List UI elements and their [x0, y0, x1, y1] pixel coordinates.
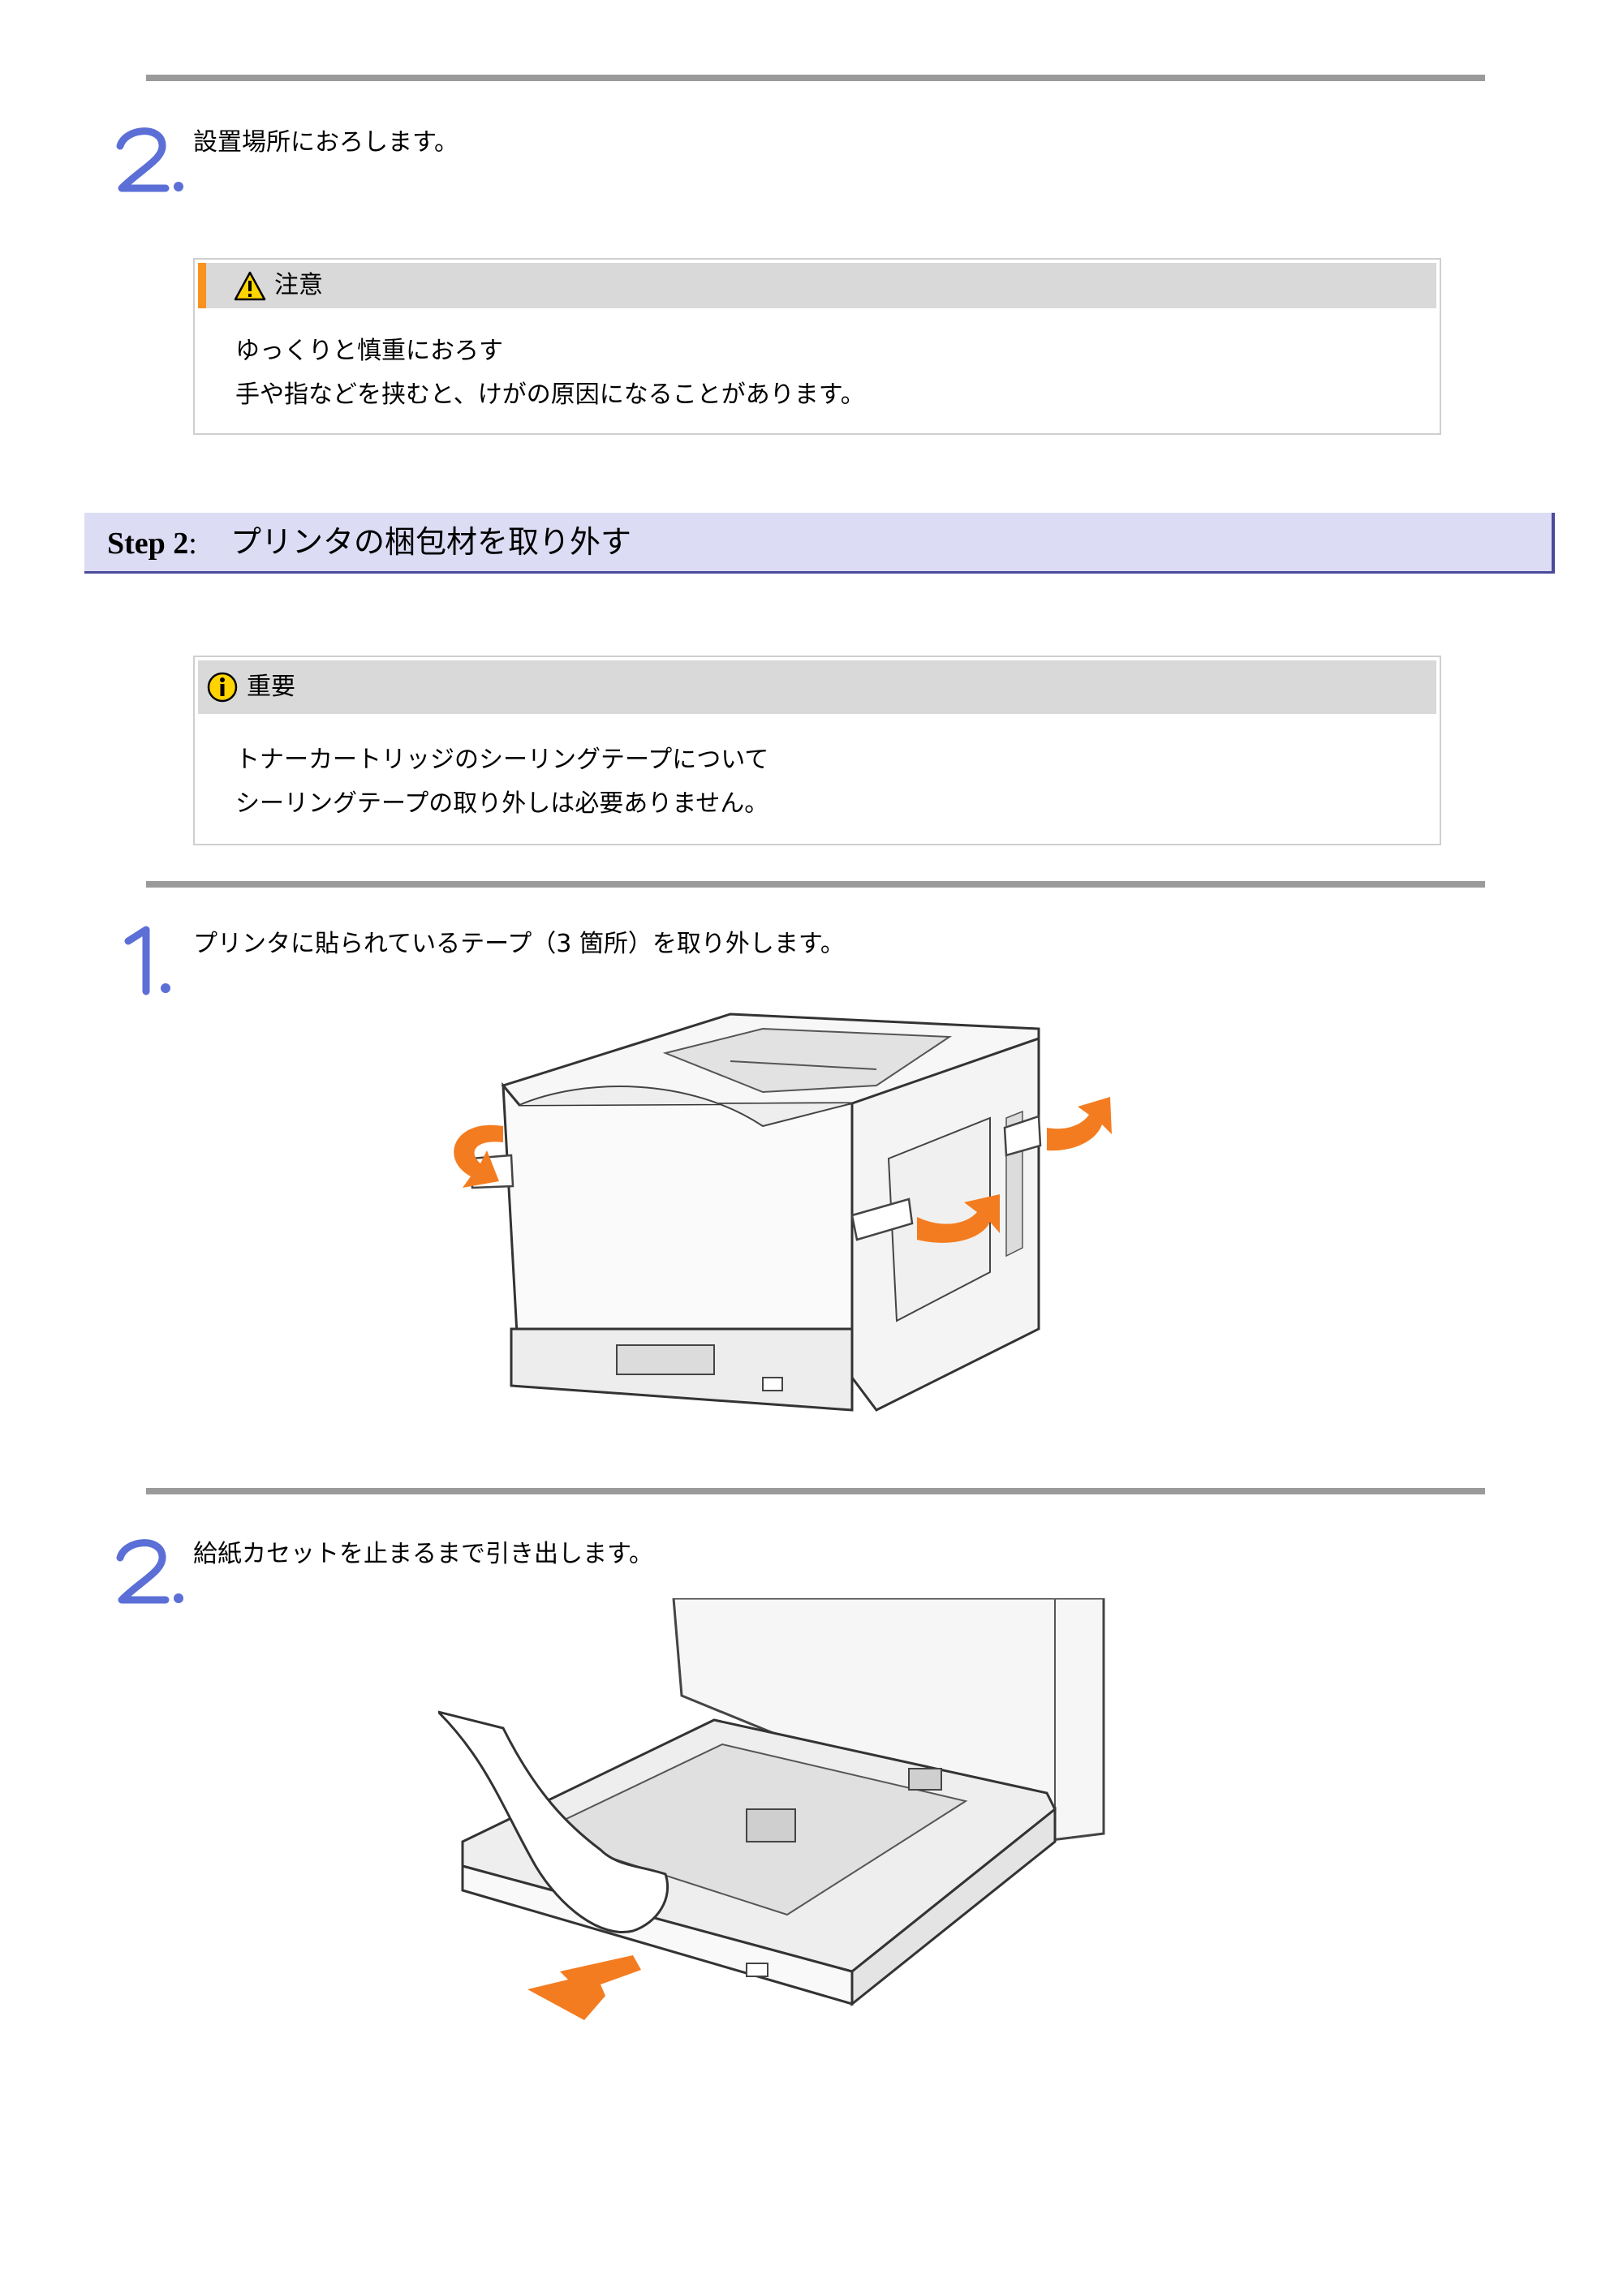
important-line: トナーカートリッジのシーリングテープについて [235, 746, 769, 774]
section-title: プリンタの梱包材を取り外す [230, 524, 632, 560]
section-step-number: Step 2 [107, 527, 189, 561]
caution-box: 注意 ゆっくりと慎重におろす 手や指などを挟むと、けがの原因になることがあります… [193, 258, 1441, 435]
caution-header: 注意 [198, 263, 1436, 308]
info-circle-icon [207, 672, 238, 703]
caution-body: ゆっくりと慎重におろす 手や指などを挟むと、けがの原因になることがあります。 [195, 312, 1440, 417]
important-title: 重要 [247, 673, 295, 701]
warning-triangle-icon [234, 271, 266, 301]
caution-accent-bar [198, 263, 206, 308]
arrow-icon [917, 1194, 1000, 1243]
important-line: シーリングテープの取り外しは必要ありません。 [235, 789, 769, 818]
caution-title: 注意 [274, 271, 323, 299]
section-separator: : [188, 527, 197, 561]
printer-tape-illustration [454, 1013, 1112, 1412]
divider [146, 1488, 1485, 1494]
step-instruction: 設置場所におろします。 [193, 128, 458, 157]
divider [146, 881, 1485, 888]
paper-cassette-illustration [438, 1598, 1105, 2020]
step-number-1-icon [124, 926, 170, 995]
arrow-icon [454, 1124, 503, 1188]
step-number-2-icon [116, 127, 183, 192]
arrow-icon [527, 1955, 641, 2020]
step-instruction: 給紙カセットを止まるまで引き出します。 [193, 1540, 653, 1568]
divider [146, 75, 1485, 81]
caution-line: ゆっくりと慎重におろす [235, 337, 503, 365]
section-header: Step 2: プリンタの梱包材を取り外す [84, 513, 1555, 574]
important-header: 重要 [198, 660, 1436, 714]
step-number-2-icon [116, 1539, 183, 1604]
arrow-icon [1047, 1097, 1112, 1151]
important-box: 重要 トナーカートリッジのシーリングテープについて シーリングテープの取り外しは… [193, 656, 1441, 845]
caution-line: 手や指などを挟むと、けがの原因になることがあります。 [235, 381, 865, 409]
step-instruction: プリンタに貼られているテープ（3 箇所）を取り外します。 [193, 930, 845, 958]
section-step-label: Step 2: [107, 526, 197, 561]
important-body: トナーカートリッジのシーリングテープについて シーリングテープの取り外しは必要あ… [195, 717, 1440, 826]
